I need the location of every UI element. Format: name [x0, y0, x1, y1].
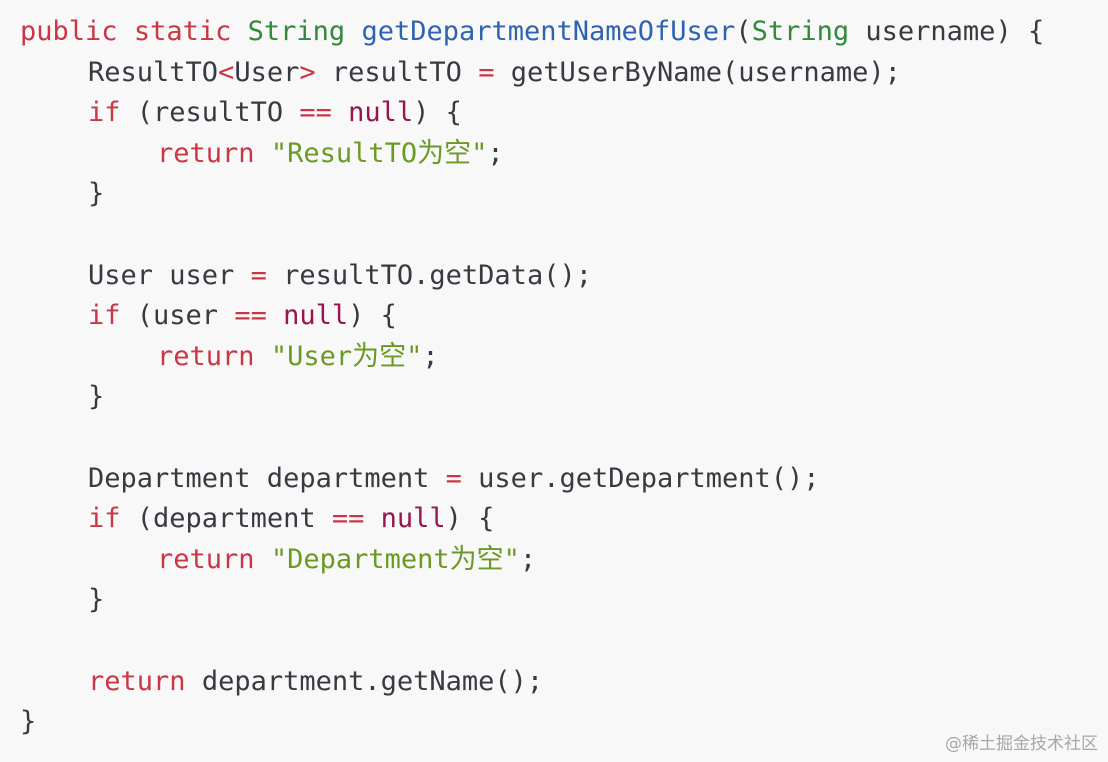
- code-line-15: }: [20, 580, 1100, 621]
- keyword-if: if: [88, 97, 121, 129]
- watermark: @稀土掘金技术社区: [945, 734, 1098, 754]
- code-line-14: return "Department为空";: [20, 540, 1100, 581]
- null-literal: null: [283, 300, 349, 332]
- code-block: public static String getDepartmentNameOf…: [20, 12, 1100, 748]
- equals-operator: ==: [234, 300, 267, 332]
- closing-brace: }: [88, 178, 105, 210]
- equals-operator: ==: [331, 503, 365, 535]
- code-line-2: ResultTO<User> resultTO = getUserByName(…: [20, 53, 1100, 94]
- null-literal: null: [348, 97, 414, 129]
- declaration: Department department: [88, 462, 430, 494]
- condition-close: ) {: [348, 300, 397, 332]
- equals-operator: ==: [299, 97, 332, 129]
- assign-operator: =: [445, 462, 462, 494]
- string-literal: "User为空": [270, 340, 423, 372]
- type-result-to: ResultTO: [88, 56, 219, 88]
- code-line-10: }: [20, 377, 1100, 418]
- closing-brace: }: [88, 584, 105, 616]
- code-line-11-blank: [20, 418, 1100, 459]
- code-line-9: return "User为空";: [20, 337, 1100, 378]
- assign-operator: =: [478, 56, 495, 88]
- condition-close: ) {: [413, 97, 462, 129]
- expression: user.getDepartment();: [478, 462, 820, 494]
- keyword-return: return: [157, 137, 255, 169]
- generic-close: >: [299, 56, 316, 88]
- generic-open: <: [218, 56, 235, 88]
- code-line-5: }: [20, 174, 1100, 215]
- param-name: username: [865, 16, 996, 47]
- condition-open: (user: [136, 300, 219, 332]
- expression: department.getName();: [201, 665, 544, 697]
- code-line-12: Department department = user.getDepartme…: [20, 459, 1100, 500]
- code-line-17: return department.getName();: [20, 662, 1100, 703]
- declaration: User user: [88, 259, 235, 291]
- condition-open: (resultTO: [136, 97, 284, 129]
- keyword-return: return: [157, 543, 255, 575]
- signature-close: ) {: [995, 16, 1045, 47]
- string-literal: "ResultTO为空": [270, 137, 488, 169]
- condition-close: ) {: [445, 503, 495, 535]
- code-line-7: User user = resultTO.getData();: [20, 256, 1100, 297]
- condition-open: (department: [136, 503, 316, 535]
- assign-operator: =: [250, 259, 267, 291]
- code-line-18: }: [20, 702, 1100, 743]
- code-line-13: if (department == null) {: [20, 499, 1100, 540]
- keyword-static: static: [133, 16, 232, 47]
- keyword-return: return: [157, 340, 255, 372]
- keyword-return: return: [88, 665, 186, 697]
- return-type: String: [247, 16, 346, 47]
- semicolon: ;: [487, 137, 504, 169]
- string-literal: "Department为空": [270, 543, 520, 575]
- expression: getUserByName(username);: [510, 56, 901, 88]
- method-name: getDepartmentNameOfUser: [361, 16, 736, 47]
- generic-type-user: User: [234, 56, 300, 88]
- variable-result-to: resultTO: [331, 56, 462, 88]
- keyword-public: public: [20, 16, 118, 47]
- code-line-8: if (user == null) {: [20, 296, 1100, 337]
- param-type: String: [751, 16, 850, 47]
- paren-open: (: [735, 16, 752, 47]
- closing-brace: }: [88, 381, 105, 413]
- closing-brace: }: [20, 706, 37, 738]
- null-literal: null: [380, 503, 446, 535]
- semicolon: ;: [519, 543, 537, 575]
- code-line-4: return "ResultTO为空";: [20, 134, 1100, 175]
- keyword-if: if: [88, 503, 121, 535]
- code-line-16-blank: [20, 621, 1100, 662]
- code-line-1: public static String getDepartmentNameOf…: [20, 12, 1100, 53]
- semicolon: ;: [422, 340, 439, 372]
- code-line-3: if (resultTO == null) {: [20, 93, 1100, 134]
- keyword-if: if: [88, 300, 121, 332]
- code-line-6-blank: [20, 215, 1100, 256]
- expression: resultTO.getData();: [283, 259, 592, 291]
